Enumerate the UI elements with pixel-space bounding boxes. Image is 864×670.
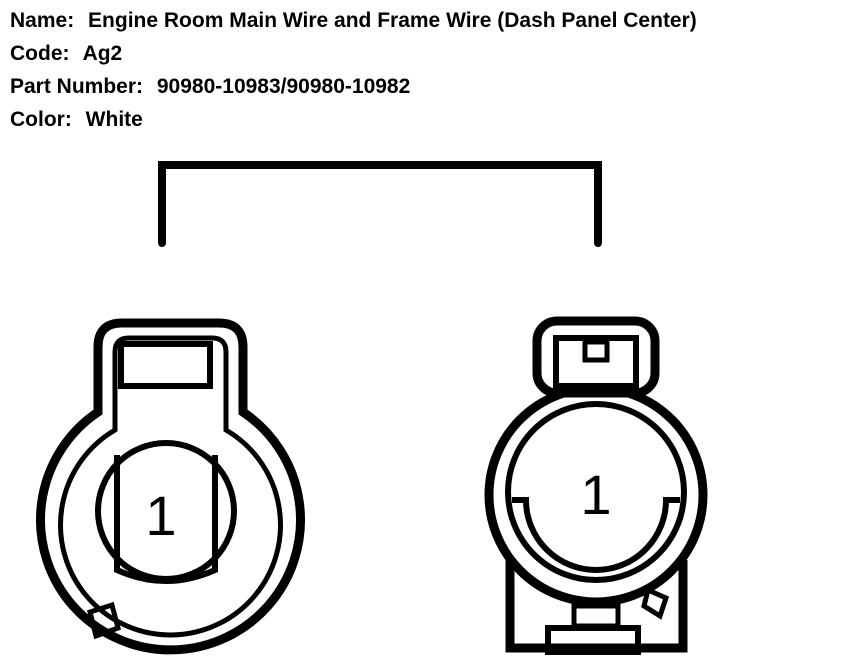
left-connector-inner-housing [58,335,283,638]
left-connector-latch [118,341,213,389]
right-connector-locking-tab [641,586,670,620]
right-connector-outer-ring [484,383,708,607]
part-number-value: 90980-10983/90980-10982 [156,75,411,98]
right-connector-latch-housing [532,316,660,398]
color-row: Color: White [10,103,697,136]
name-label: Name: [10,9,75,32]
left-connector-cavity-key [114,455,218,584]
left-connector-locking-tab [87,601,121,640]
right-connector-base-notch [571,603,621,629]
right-connector-pin-number: 1 [580,463,611,526]
part-number-label: Part Number: [10,75,144,98]
right-connector-latch-notch [582,339,610,363]
name-row: Name: Engine Room Main Wire and Frame Wi… [10,4,697,37]
right-connector-cavity-key [512,497,680,573]
connector-info: Name: Engine Room Main Wire and Frame Wi… [10,4,697,136]
code-label: Code: [10,42,70,65]
right-connector-inner-ring [505,401,687,583]
right-connector [484,316,708,655]
right-connector-base [505,560,688,653]
pairing-bracket [158,161,602,247]
code-row: Code: Ag2 [10,37,697,70]
color-label: Color: [10,108,72,131]
left-connector-pin-number: 1 [145,484,176,547]
left-connector-outer-housing [36,318,305,655]
left-connector [36,318,305,655]
part-number-row: Part Number: 90980-10983/90980-10982 [10,70,697,103]
name-value: Engine Room Main Wire and Frame Wire (Da… [88,9,697,32]
color-value: White [85,108,143,131]
code-value: Ag2 [82,42,123,65]
